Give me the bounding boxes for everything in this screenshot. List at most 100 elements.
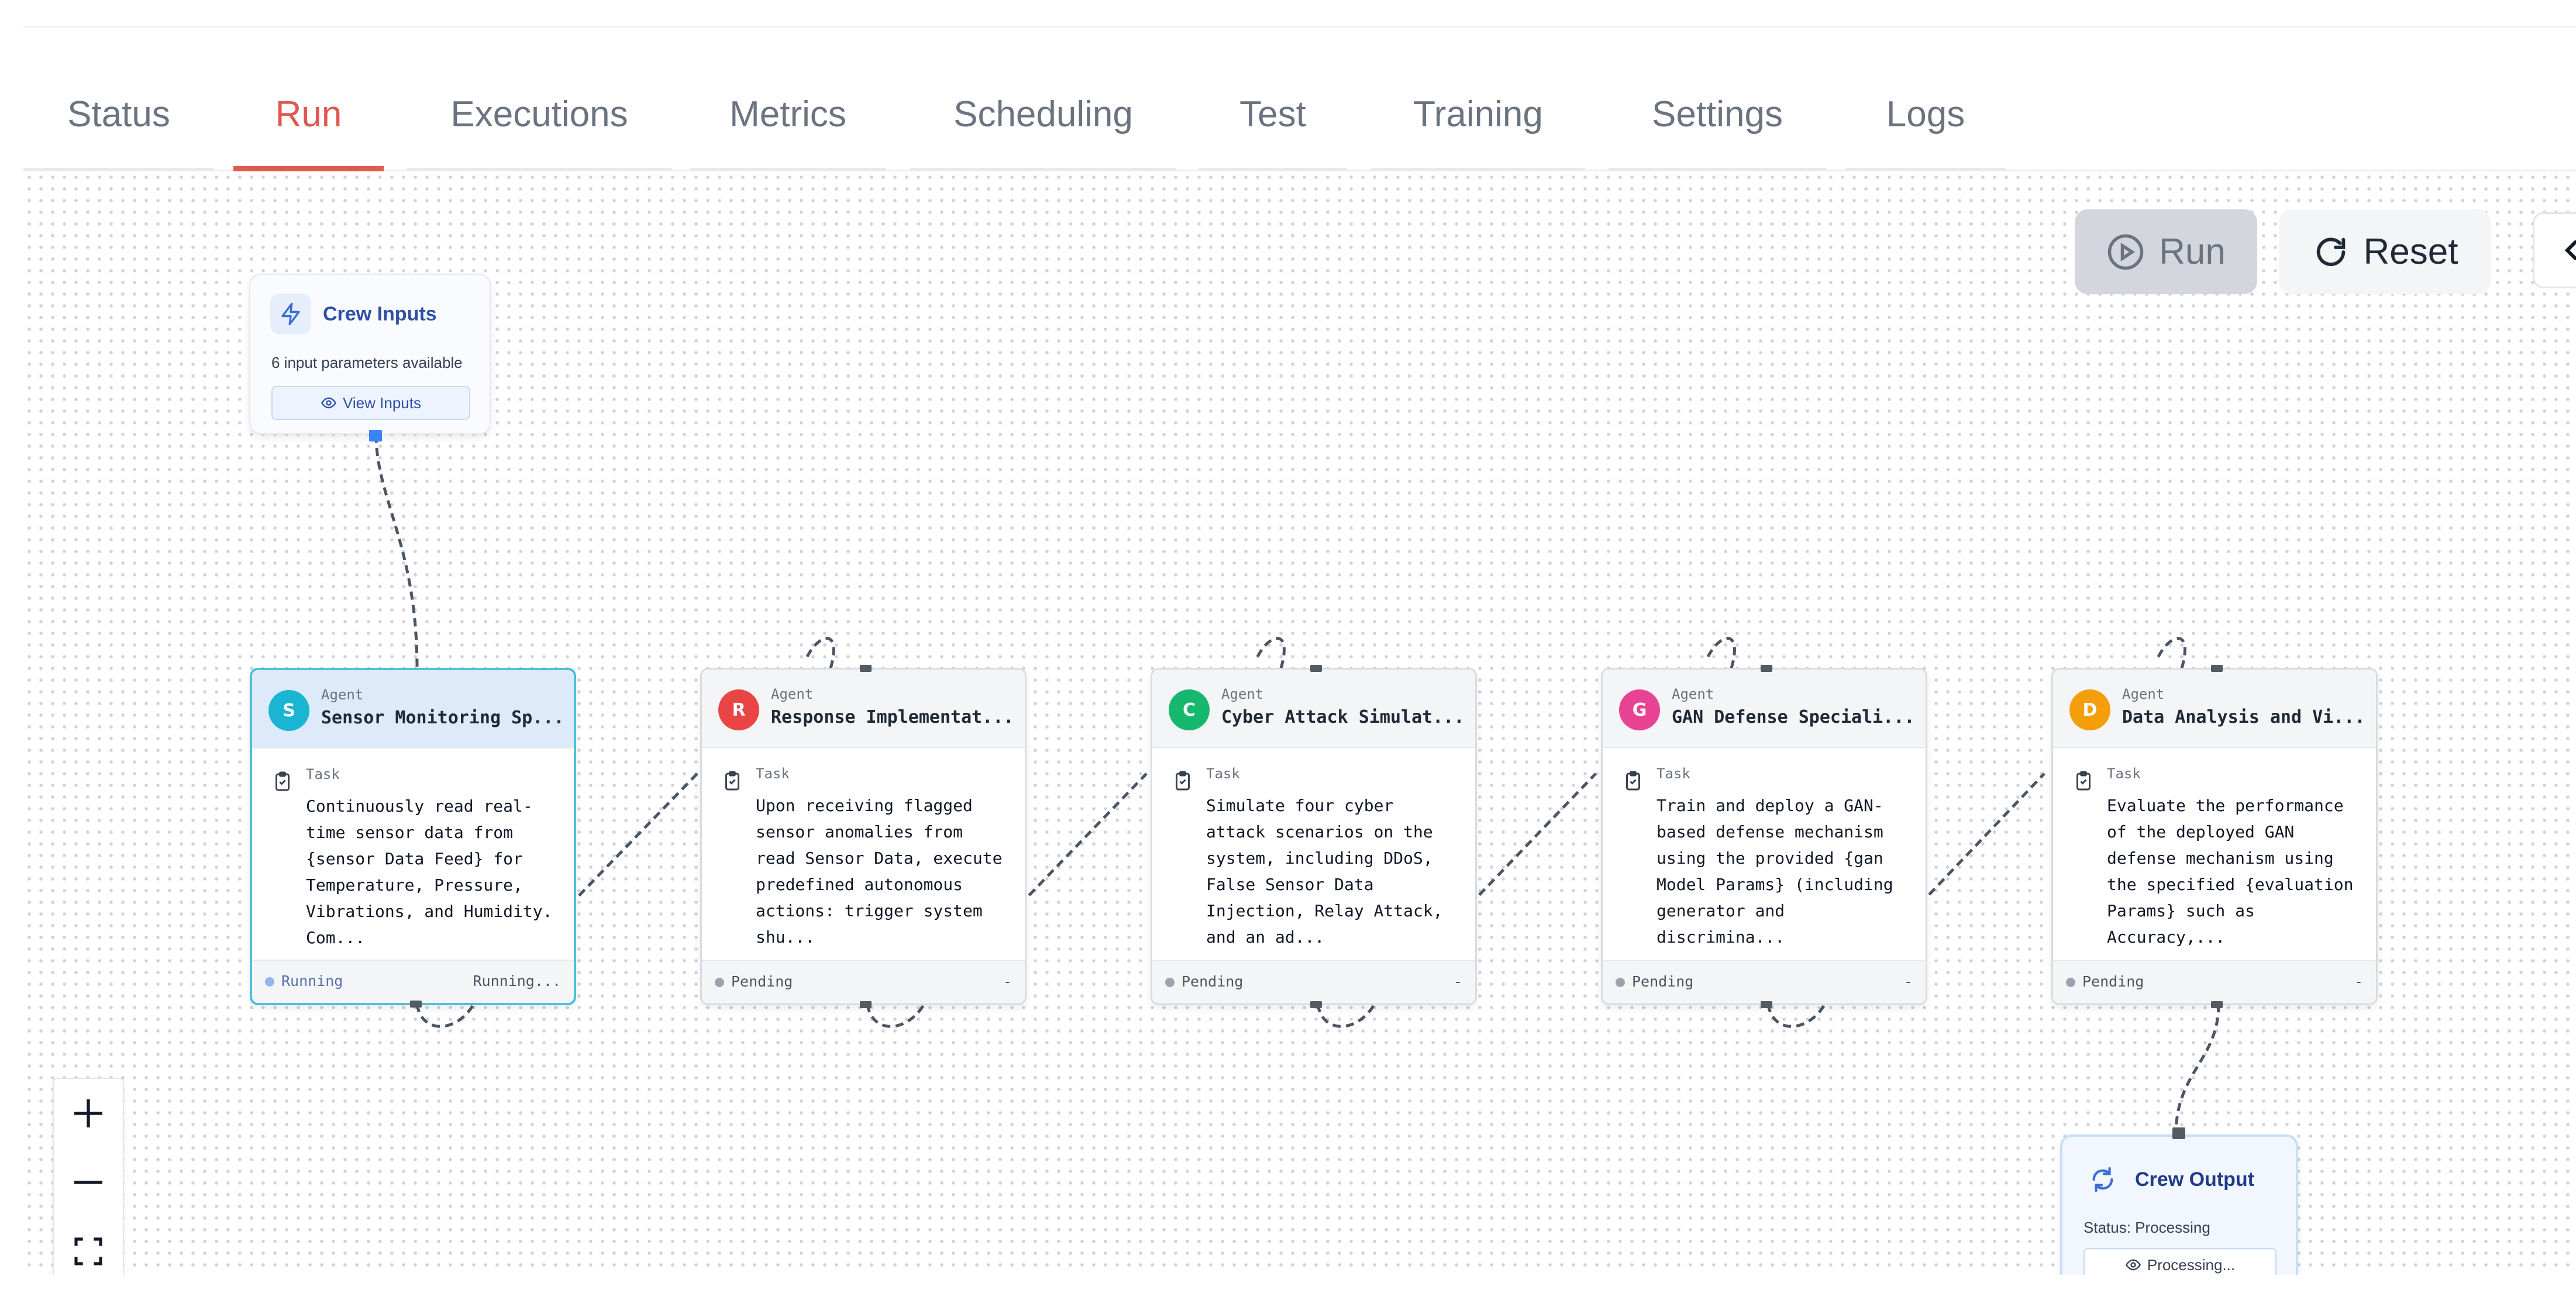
status-detail: - xyxy=(2354,973,2363,990)
status-dot xyxy=(715,978,724,987)
node-top-handle[interactable] xyxy=(2211,665,2223,672)
node-top-handle[interactable] xyxy=(1761,665,1772,672)
fit-view-button[interactable] xyxy=(54,1217,123,1275)
task-description: Evaluate the performance of the deployed… xyxy=(2107,796,2354,947)
tab-label: Executions xyxy=(450,94,628,134)
flow-edges xyxy=(374,434,2220,1135)
edge-gan-loop xyxy=(1706,637,1736,669)
agent-avatar: R xyxy=(718,689,759,730)
agent-avatar: D xyxy=(2069,689,2110,730)
tab-metrics[interactable]: Metrics xyxy=(690,58,886,171)
crew-output-handle[interactable] xyxy=(2172,1127,2185,1139)
view-inputs-button[interactable]: View Inputs xyxy=(271,386,470,420)
status-dot xyxy=(2066,978,2075,987)
tab-underline xyxy=(23,168,214,171)
run-button[interactable]: Run xyxy=(2075,209,2257,294)
agent-name: Data Analysis and Vi... xyxy=(2122,707,2365,727)
edge-response-loop xyxy=(805,637,835,669)
refresh-icon xyxy=(2316,237,2345,266)
edge-cyber-to-gan xyxy=(1316,772,1597,1028)
clipboard-check-icon xyxy=(275,771,290,791)
agent-node[interactable]: D Agent Data Analysis and Vi... Task Eva… xyxy=(2051,665,2378,1008)
edge-sensor-to-response xyxy=(415,772,698,1028)
reset-button[interactable]: Reset xyxy=(2279,209,2491,294)
panel-collapse-button[interactable] xyxy=(2533,212,2576,288)
processing-button[interactable]: Processing... xyxy=(2083,1248,2277,1275)
reset-button-label: Reset xyxy=(2363,232,2458,272)
agent-name: Cyber Attack Simulat... xyxy=(1221,707,1465,727)
sync-icon xyxy=(2082,1159,2123,1200)
agent-label: Agent xyxy=(1221,686,1264,702)
node-bottom-handle[interactable] xyxy=(410,1001,422,1008)
tab-training[interactable]: Training xyxy=(1371,58,1585,171)
task-label: Task xyxy=(756,765,790,782)
crew-inputs-subtitle: 6 input parameters available xyxy=(271,354,463,371)
tab-logs[interactable]: Logs xyxy=(1845,58,2006,171)
node-bottom-handle[interactable] xyxy=(2211,1001,2223,1008)
crew-output-card[interactable]: Crew Output Status: Processing Processin… xyxy=(2060,1127,2298,1275)
agent-avatar: G xyxy=(1619,689,1660,730)
top-divider xyxy=(23,26,2576,27)
task-description: Train and deploy a GAN- based defense me… xyxy=(1657,796,1893,947)
crew-output-title: Crew Output xyxy=(2135,1168,2254,1191)
node-status-bar: Pending - xyxy=(1603,960,1926,1003)
minus-icon xyxy=(74,1181,102,1184)
status-label: Pending xyxy=(731,973,793,990)
lightning-icon xyxy=(270,294,311,334)
tab-bar: Status Run Executions Metrics Scheduling… xyxy=(23,58,2576,171)
clipboard-check-icon xyxy=(1176,771,1190,791)
agent-node[interactable]: S Agent Sensor Monitoring Sp... Task Con… xyxy=(250,668,576,1008)
crew-inputs-card[interactable]: Crew Inputs 6 input parameters available… xyxy=(249,274,491,442)
tab-label: Test xyxy=(1239,94,1306,134)
tab-scheduling[interactable]: Scheduling xyxy=(910,58,1176,171)
flow-canvas[interactable]: Run Reset Crew Inputs 6 input parameters… xyxy=(23,171,2576,1275)
node-bottom-handle[interactable] xyxy=(1310,1001,1322,1008)
edge-data-to-output xyxy=(2174,1003,2220,1135)
clipboard-check-icon xyxy=(2076,771,2091,791)
task-label: Task xyxy=(1206,765,1240,782)
run-button-label: Run xyxy=(2159,232,2226,272)
crew-inputs-handle[interactable] xyxy=(369,430,382,442)
clipboard-check-icon xyxy=(725,771,739,791)
tab-test[interactable]: Test xyxy=(1199,58,1347,171)
tab-active-underline xyxy=(233,166,384,171)
zoom-out-button[interactable] xyxy=(54,1148,123,1217)
agent-label: Agent xyxy=(2122,686,2165,702)
agent-node[interactable]: R Agent Response Implementat... Task Upo… xyxy=(700,665,1027,1008)
status-dot xyxy=(1165,978,1175,987)
tab-settings[interactable]: Settings xyxy=(1609,58,1826,171)
tab-underline xyxy=(1845,168,2006,171)
node-status-bar: Pending - xyxy=(1152,960,1475,1003)
agent-avatar: S xyxy=(268,690,309,731)
view-inputs-label: View Inputs xyxy=(343,394,421,412)
status-label: Running xyxy=(281,972,343,989)
status-dot xyxy=(265,977,274,987)
play-circle-icon xyxy=(2107,234,2144,270)
tab-run[interactable]: Run xyxy=(233,58,384,171)
status-detail: - xyxy=(1453,973,1462,990)
tab-label: Logs xyxy=(1886,94,1965,134)
tab-label: Run xyxy=(275,94,342,134)
agent-node[interactable]: C Agent Cyber Attack Simulat... Task Sim… xyxy=(1151,665,1477,1008)
agent-label: Agent xyxy=(321,687,364,703)
tab-label: Status xyxy=(67,94,170,134)
edge-cyber-loop xyxy=(1256,637,1286,669)
crew-inputs-title: Crew Inputs xyxy=(323,302,437,325)
tab-executions[interactable]: Executions xyxy=(407,58,671,171)
agent-header: S Agent Sensor Monitoring Sp... xyxy=(252,670,574,749)
agent-header: C Agent Cyber Attack Simulat... xyxy=(1152,670,1475,748)
status-label: Pending xyxy=(1632,973,1694,990)
zoom-in-button[interactable] xyxy=(54,1079,123,1148)
task-label: Task xyxy=(306,766,340,782)
node-bottom-handle[interactable] xyxy=(1761,1001,1772,1008)
tab-status[interactable]: Status xyxy=(23,58,214,171)
tab-underline xyxy=(690,168,886,171)
node-top-handle[interactable] xyxy=(1310,665,1322,672)
node-top-handle[interactable] xyxy=(860,665,872,672)
agent-node[interactable]: G Agent GAN Defense Speciali... Task Tra… xyxy=(1601,665,1927,1008)
node-bottom-handle[interactable] xyxy=(860,1001,872,1008)
tab-label: Scheduling xyxy=(953,94,1133,134)
crew-output-status: Status: Processing xyxy=(2083,1219,2210,1236)
plus-icon xyxy=(74,1099,102,1127)
edge-response-to-cyber xyxy=(866,772,1148,1028)
